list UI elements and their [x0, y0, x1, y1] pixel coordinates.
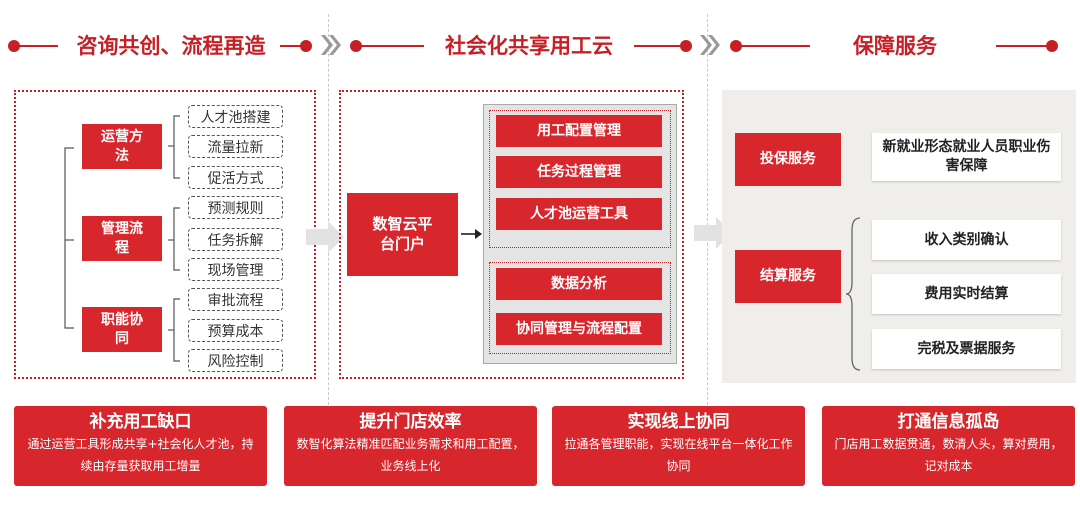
modules-group-top	[489, 110, 671, 248]
sub-item-task-breakdown: 任务拆解	[188, 228, 283, 251]
header-line	[280, 45, 302, 47]
card-description: 拉通各管理职能，实现在线平台一体化工作协同	[564, 437, 793, 473]
card-title: 实现线上协同	[627, 412, 730, 432]
column-separator-1	[328, 14, 329, 415]
header-title-security: 保障服务	[853, 34, 937, 58]
header-line	[634, 45, 682, 47]
module-staffing-config: 用工配置管理	[496, 115, 662, 147]
sub-item-traffic-acquisition: 流量拉新	[188, 135, 283, 158]
header-title-consulting: 咨询共创、流程再造	[76, 34, 266, 58]
portal-box: 数智云平台门户	[347, 193, 458, 276]
settlement-item-tax-invoice: 完税及票据服务	[872, 329, 1061, 369]
group-label-collaboration: 职能协同	[82, 307, 162, 352]
column-separator-2	[707, 14, 708, 415]
header-title-cloud: 社会化共享用工云	[445, 34, 613, 58]
card-title: 提升门店效率	[359, 412, 462, 432]
card-description: 数智化算法精准匹配业务需求和用工配置，业务线上化	[296, 437, 525, 473]
benefit-card-information-silos: 打通信息孤岛 门店用工数据贯通，数清人头，算对费用，记对成本	[822, 406, 1075, 486]
card-title: 打通信息孤岛	[897, 412, 1000, 432]
header-dot	[8, 40, 20, 52]
double-chevron-icon	[321, 35, 341, 55]
header-line	[740, 45, 810, 47]
module-data-analysis: 数据分析	[496, 268, 662, 300]
insurance-service-box: 投保服务	[735, 133, 841, 186]
module-collaboration-config: 协同管理与流程配置	[496, 313, 662, 345]
settlement-brace	[845, 217, 861, 371]
benefit-card-store-efficiency: 提升门店效率 数智化算法精准匹配业务需求和用工配置，业务线上化	[284, 406, 537, 486]
group-label-operations: 运营方法	[82, 124, 162, 169]
header-line	[360, 45, 424, 47]
sub-item-onsite-management: 现场管理	[188, 258, 283, 281]
settlement-item-income-category: 收入类别确认	[872, 220, 1061, 260]
sub-item-talent-pool: 人才池搭建	[188, 105, 283, 128]
header-dot	[350, 40, 362, 52]
header-dot	[300, 40, 312, 52]
header-line	[996, 45, 1048, 47]
card-title: 补充用工缺口	[89, 412, 192, 432]
card-description: 门店用工数据贯通，数清人头，算对费用，记对成本	[834, 437, 1063, 473]
sub-item-forecast-rules: 预测规则	[188, 196, 283, 219]
sub-item-budget-cost: 预算成本	[188, 319, 283, 342]
benefit-card-staffing-gap: 补充用工缺口 通过运营工具形成共享+社会化人才池，持续由存量获取用工增量	[14, 406, 267, 486]
header-dot	[1046, 40, 1058, 52]
module-task-process: 任务过程管理	[496, 156, 662, 188]
flow-arrow-icon	[306, 221, 344, 253]
header-dot	[680, 40, 692, 52]
tree-connectors	[64, 115, 180, 362]
header-line	[18, 45, 58, 47]
sub-item-risk-control: 风险控制	[188, 349, 283, 372]
benefit-card-online-collaboration: 实现线上协同 拉通各管理职能，实现在线平台一体化工作协同	[552, 406, 805, 486]
modules-group-bottom	[489, 262, 671, 354]
settlement-item-realtime-billing: 费用实时结算	[872, 274, 1061, 314]
settlement-service-box: 结算服务	[735, 250, 841, 303]
group-label-management: 管理流程	[82, 216, 162, 261]
double-chevron-icon	[700, 35, 720, 55]
card-description: 通过运营工具形成共享+社会化人才池，持续由存量获取用工增量	[27, 437, 254, 473]
arrow-right-icon	[461, 229, 482, 239]
header-dot	[730, 40, 742, 52]
platform-frame	[339, 90, 684, 379]
module-talent-pool-tools: 人才池运营工具	[496, 198, 662, 230]
sub-item-approval-process: 审批流程	[188, 288, 283, 311]
sub-item-activation: 促活方式	[188, 166, 283, 189]
insurance-item: 新就业形态就业人员职业伤害保障	[872, 133, 1061, 181]
